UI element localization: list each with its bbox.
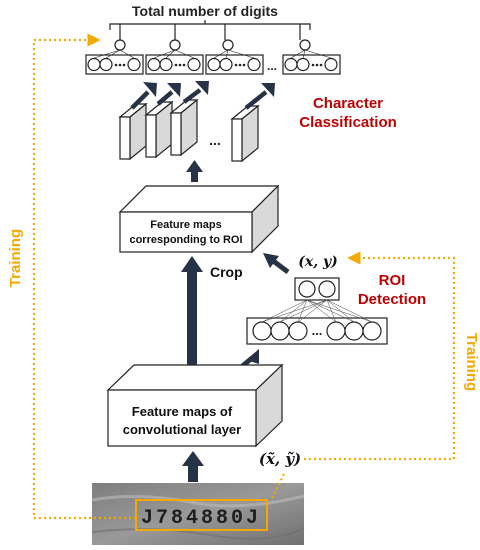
output-network-3 [205,39,264,75]
roi-box-text-line2: corresponding to ROI [129,234,242,246]
training-label-right: Training [463,333,480,391]
predicted-coords: (x, y) [298,254,337,270]
roi-detection-label-line1: ROI [379,272,406,289]
output-dots [114,63,323,67]
top-ellipsis: ... [267,59,277,73]
training-loop-right [271,251,456,499]
roi-box-text-line1: Feature maps [150,219,222,231]
roi-feature-box [118,184,280,254]
output-networks [85,39,341,75]
plate-image: J784880J [91,483,305,545]
char-classification-label-line2: Classification [299,114,397,131]
output-network-1 [85,39,144,75]
conv-box-text-line2: convolutional layer [123,422,241,437]
conv-feature-box [106,363,284,448]
training-loop-left [32,33,136,520]
output-network-4 [282,39,341,75]
conv-box-text-line1: Feature maps of [132,404,233,419]
char-feature-slabs [118,98,260,163]
slab-to-output-arrows [130,81,275,110]
roi-detect-to-box-arrow [263,253,290,274]
slab-ellipsis: ... [209,132,221,148]
roi-network-connections [261,299,373,323]
crop-label: Crop [210,264,243,280]
roi-to-slabs-arrow [186,160,203,182]
roi-ellipsis: ... [312,323,323,338]
roi-detection-label-line2: Detection [358,291,426,308]
total-digits-title: Total number of digits [132,3,278,19]
output-network-2 [145,39,204,75]
plate-text: J784880J [141,507,261,530]
crop-arrow [181,256,203,370]
ground-truth-coords: (x̃, ỹ) [259,450,301,468]
plate-to-conv-arrow [182,451,204,482]
char-classification-label-line1: Character [313,95,383,112]
title-bracket [109,20,311,40]
training-label-left: Training [7,229,24,287]
